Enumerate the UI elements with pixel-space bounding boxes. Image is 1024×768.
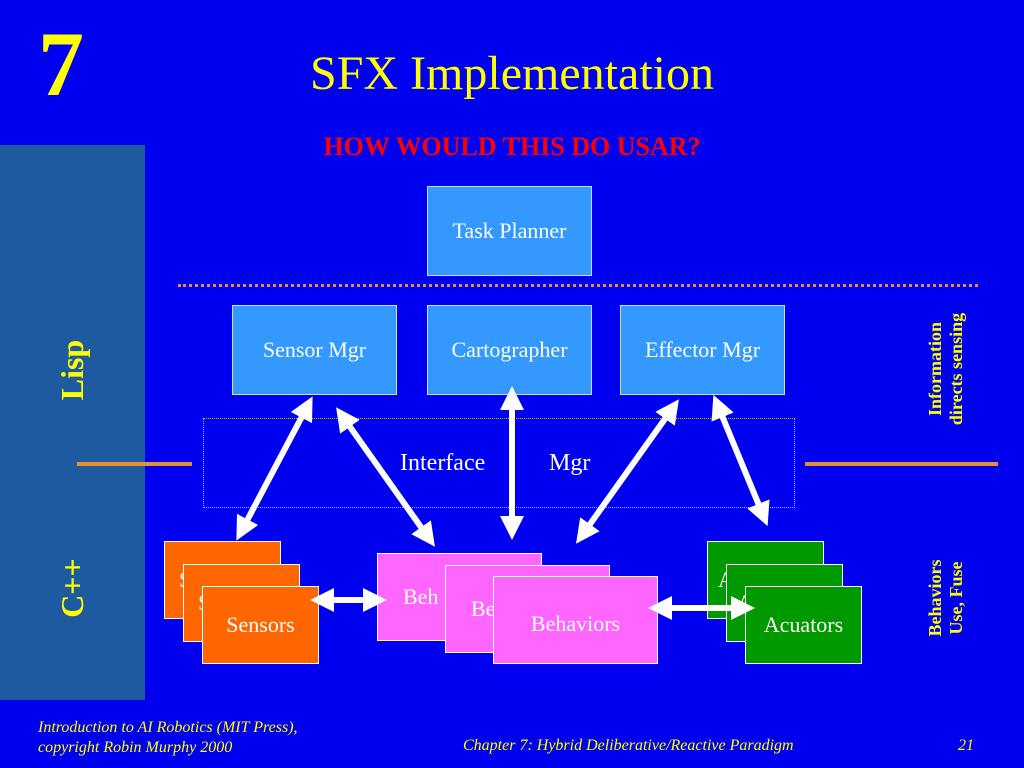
task-planner-box: Task Planner <box>427 186 592 276</box>
effector-mgr-box: Effector Mgr <box>620 305 785 395</box>
side-panel <box>0 145 145 700</box>
arrow-sensor-mgr-to-behaviors <box>336 407 435 547</box>
task-planner-label: Task Planner <box>452 218 567 243</box>
footer-chapter: Chapter 7: Hybrid Deliberative/Reactive … <box>463 737 794 754</box>
behaviors-card-back-label: Beh <box>403 584 439 609</box>
sensors-card-front: Sensors <box>202 586 319 664</box>
note-behaviors-use-fuse: Behaviors Use, Fuse <box>925 543 975 653</box>
footer-left-line2: copyright Robin Murphy 2000 <box>38 739 233 756</box>
cartographer-box: Cartographer <box>427 305 592 395</box>
arrow-effector-mgr-to-behaviors <box>576 399 679 544</box>
footer-page-number: 21 <box>958 737 974 754</box>
note-lower-line1: Behaviors <box>925 559 945 637</box>
sensor-mgr-label: Sensor Mgr <box>262 337 367 362</box>
slide-title: SFX Implementation <box>310 47 714 100</box>
sensor-mgr-box: Sensor Mgr <box>232 305 397 395</box>
cartographer-label: Cartographer <box>451 337 568 362</box>
effector-mgr-label: Effector Mgr <box>644 337 761 362</box>
note-upper-line2: directs sensing <box>945 312 966 426</box>
note-information-directs-sensing: Information directs sensing <box>925 294 975 444</box>
interface-mgr-box <box>203 418 795 508</box>
behaviors-card-middle-label: Be <box>471 596 496 621</box>
arrow-sensor-mgr-to-sensors <box>236 396 313 541</box>
planner-separator <box>178 284 978 287</box>
footer-left-line1: Introduction to AI Robotics (MIT Press), <box>38 719 298 736</box>
arrow-effector-mgr-to-actuators <box>711 394 770 527</box>
note-upper-line1: Information <box>925 322 945 416</box>
footer-citation: Introduction to AI Robotics (MIT Press),… <box>38 718 298 758</box>
layer-separator-left <box>77 462 192 466</box>
note-lower-line2: Use, Fuse <box>945 561 966 635</box>
behaviors-label: Behaviors <box>530 611 621 636</box>
actuators-card-front: Acuators <box>745 586 862 664</box>
chapter-number: 7 <box>38 13 84 115</box>
layer-separator-right <box>805 462 998 466</box>
slide-subtitle: HOW WOULD THIS DO USAR? <box>323 132 701 161</box>
behaviors-card-front: Behaviors <box>493 576 658 664</box>
sensors-label: Sensors <box>226 612 295 637</box>
actuators-label: Acuators <box>763 612 844 637</box>
